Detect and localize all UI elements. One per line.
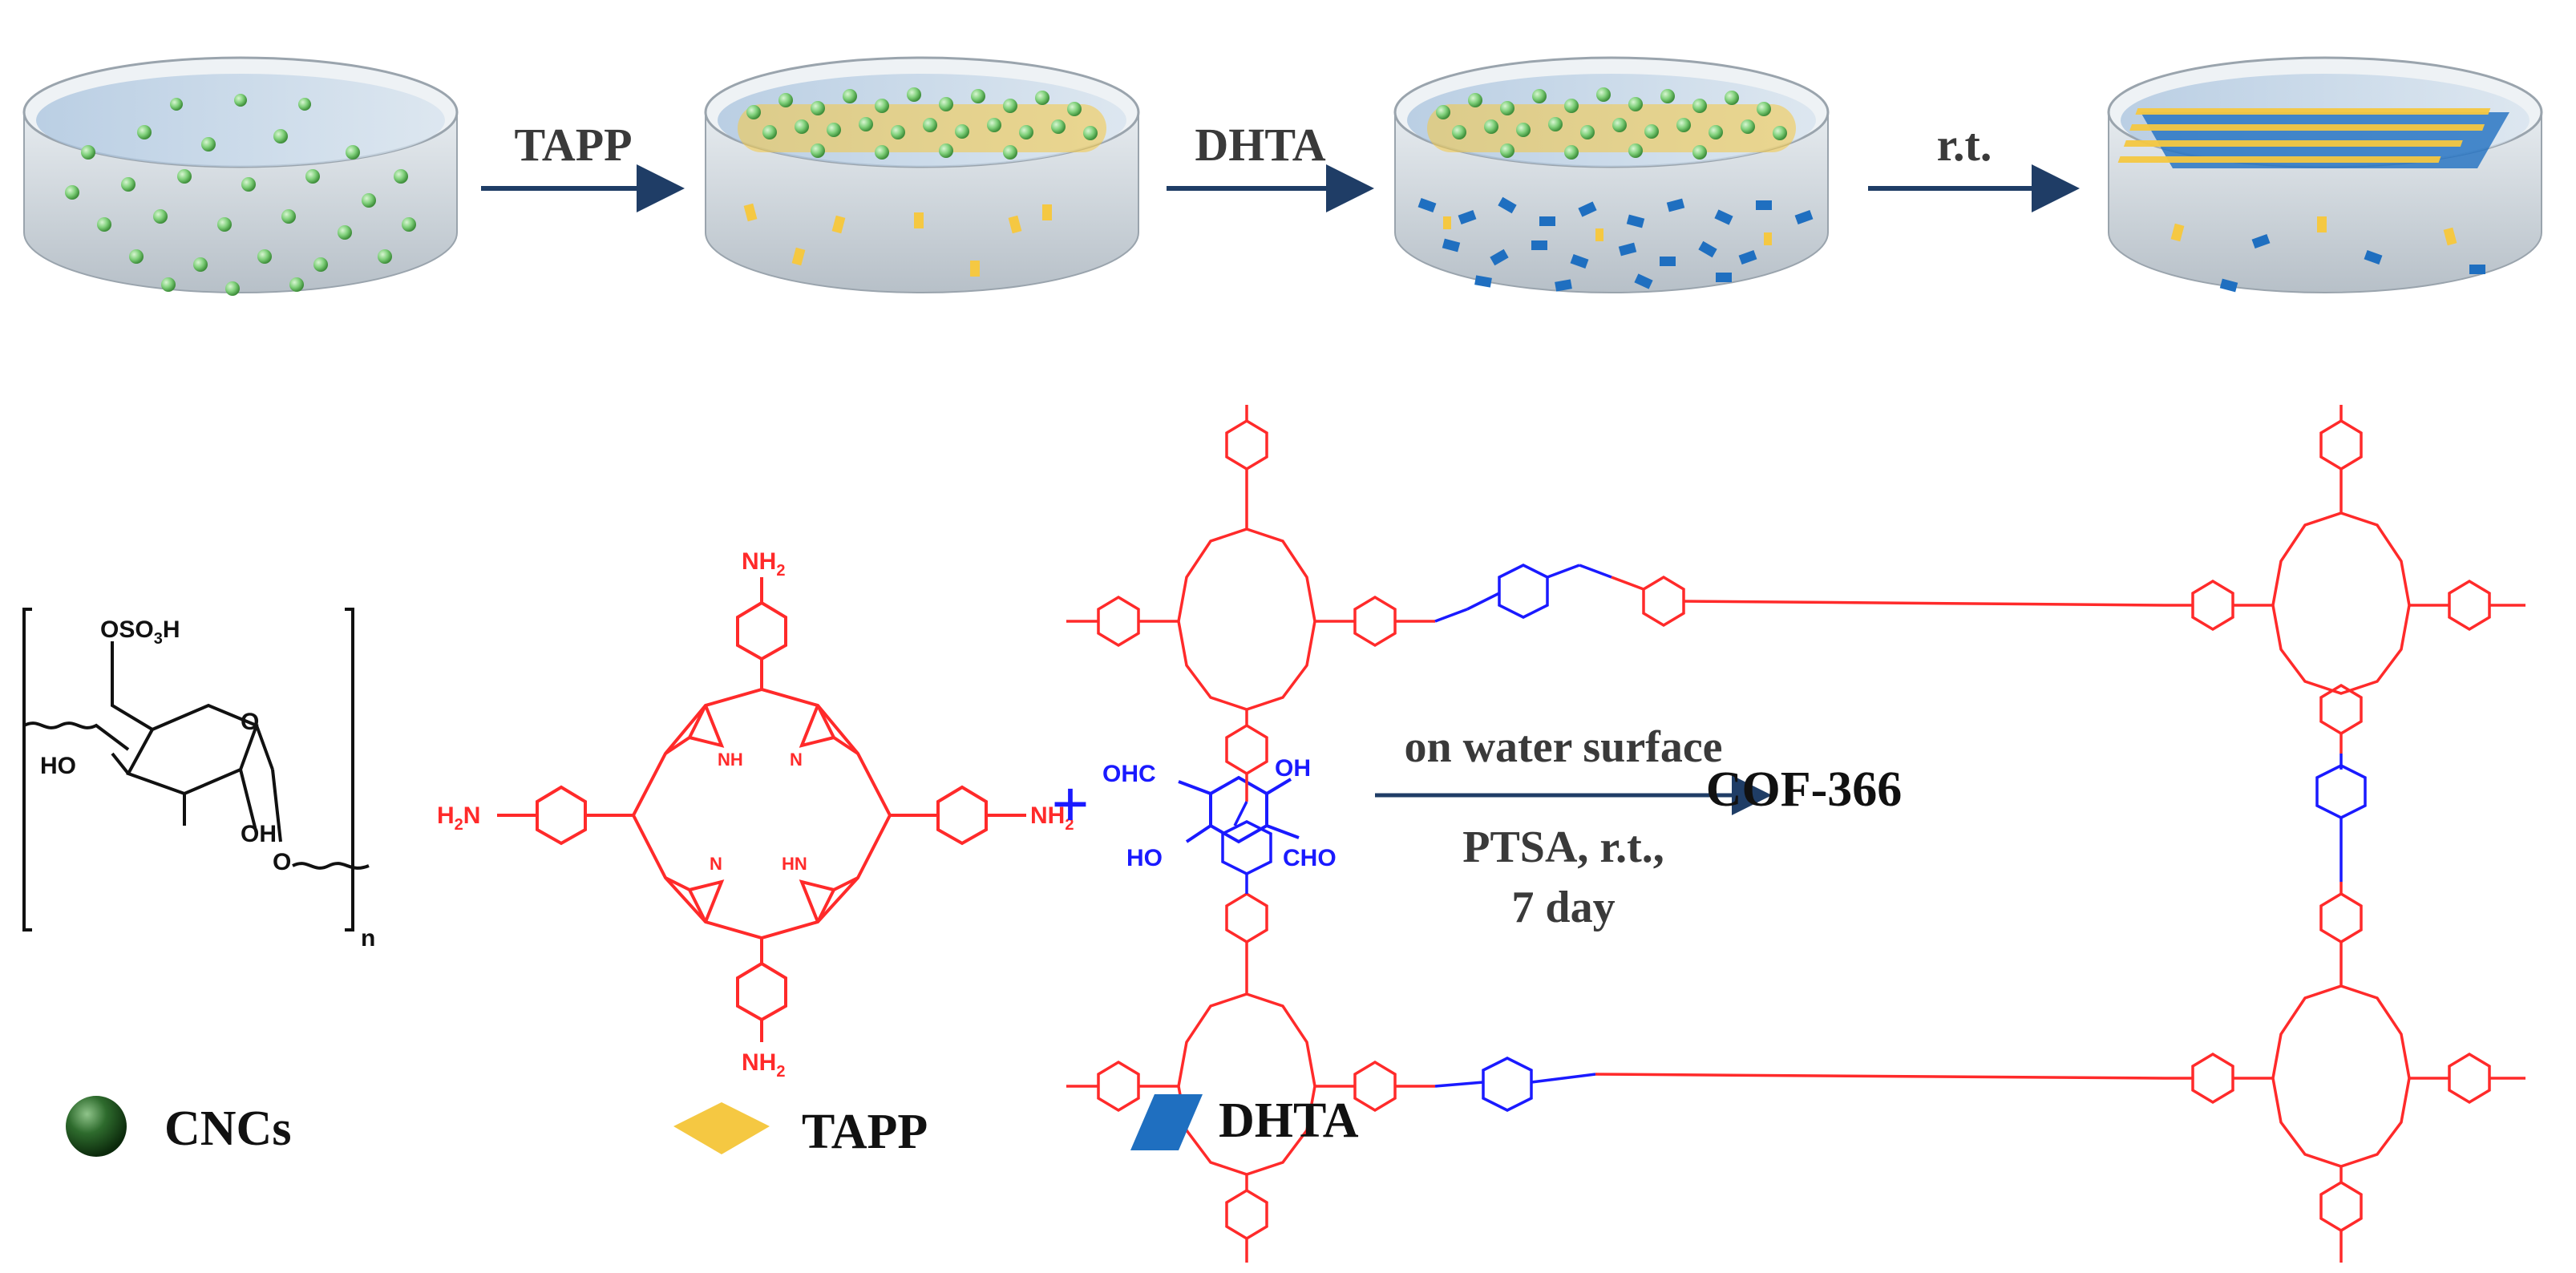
dish-3: [1393, 56, 1830, 294]
plus-sign: +: [1052, 768, 1090, 839]
dhta-block-icon: [1130, 1094, 1203, 1150]
legend-tapp-label: TAPP: [802, 1105, 928, 1159]
glycosidic-oxygen-label: O: [273, 849, 291, 875]
condition-top: on water surface: [1404, 722, 1722, 772]
tapp-nh2-bottom: NH2: [742, 1049, 785, 1081]
remaining-particles-4: [2170, 216, 2485, 293]
tapp-labels: NH2 NH2 NH2 H2N NH N N HN: [437, 548, 1074, 1081]
tapp-n-bottom: N: [710, 854, 722, 874]
ho-label-cellulose: HO: [40, 753, 76, 779]
legend-dhta-label: DHTA: [1219, 1093, 1359, 1148]
cof-linker-bottom: [1434, 1057, 1596, 1112]
dish-2: [704, 56, 1140, 294]
step-arrow-2: DHTA: [1167, 119, 1374, 212]
dhta-cho: CHO: [1283, 845, 1337, 871]
cof-porphyrin-bottom-right: [2165, 882, 2525, 1263]
oh-label-cellulose: OH: [241, 821, 277, 847]
dhta-structure: [1178, 775, 1300, 844]
dish-1: [22, 56, 459, 296]
condition-line3: 7 day: [1511, 883, 1615, 932]
tapp-nh2-top: NH2: [742, 548, 785, 580]
step-label-dhta: DHTA: [1195, 119, 1325, 171]
repeat-n-label: n: [361, 925, 375, 952]
reaction-arrow: on water surface PTSA, r.t., 7 day: [1375, 722, 1772, 932]
cof-linker-top: [1434, 564, 1612, 623]
tapp-h2n-left: H2N: [437, 802, 480, 834]
cellulose-structure: [22, 608, 370, 932]
cof-porphyrin-top-right: [2165, 405, 2525, 754]
cof-366-label: COF-366: [1706, 762, 1903, 817]
dish-4: [2107, 56, 2543, 294]
tapp-diamond-icon: [673, 1102, 770, 1154]
tapp-nh-top: NH: [718, 750, 743, 770]
tapp-layer-3: [1427, 87, 1796, 160]
step-arrow-1: TAPP: [481, 119, 685, 212]
legend-dhta: DHTA: [1130, 1093, 1359, 1150]
cof-film-4: [2117, 108, 2509, 168]
cof-porphyrin-top-left: [1066, 405, 1435, 802]
tapp-hn-bottom: HN: [782, 854, 807, 874]
tapp-layer-2: [738, 87, 1106, 160]
cof-linker-left: [1221, 801, 1272, 894]
tapp-structure: [497, 577, 1026, 1042]
cof-porphyrin-bottom-left: [1066, 891, 1435, 1263]
cof-link-bottom-right: [1595, 1073, 2166, 1080]
legend-cncs: CNCs: [66, 1096, 291, 1157]
dhta-ho: HO: [1126, 845, 1163, 871]
step-label-tapp: TAPP: [514, 119, 632, 171]
legend: CNCs TAPP DHTA: [66, 1093, 1359, 1159]
legend-cncs-label: CNCs: [164, 1101, 291, 1156]
tapp-nh2-right: NH2: [1030, 802, 1074, 834]
ring-oxygen-label: O: [241, 709, 259, 735]
legend-tapp: TAPP: [673, 1102, 928, 1159]
step-label-rt: r.t.: [1937, 119, 1992, 171]
cnc-particles-1: [65, 94, 416, 296]
cof-link-top-right: [1611, 575, 2166, 628]
step-arrow-3: r.t.: [1868, 119, 2080, 212]
cof-366-structure: [1066, 405, 2525, 1263]
cnc-sphere-icon: [66, 1096, 127, 1157]
tapp-particles-3: [1443, 216, 1772, 245]
dhta-ohc: OHC: [1102, 761, 1156, 787]
sulfate-label: OSO3H: [100, 616, 180, 648]
condition-line2: PTSA, r.t.,: [1462, 822, 1664, 872]
tapp-particles-2: [743, 203, 1052, 277]
cellulose-labels: OSO3H O HO OH O n: [40, 616, 375, 952]
cof-label: COF-366: [1706, 762, 1903, 817]
cof-linker-right: [2315, 754, 2367, 882]
dhta-particles-3: [1417, 196, 1814, 292]
dhta-oh: OH: [1275, 755, 1311, 782]
dhta-labels: OHC OH HO CHO: [1102, 755, 1337, 871]
tapp-n-top: N: [790, 750, 803, 770]
